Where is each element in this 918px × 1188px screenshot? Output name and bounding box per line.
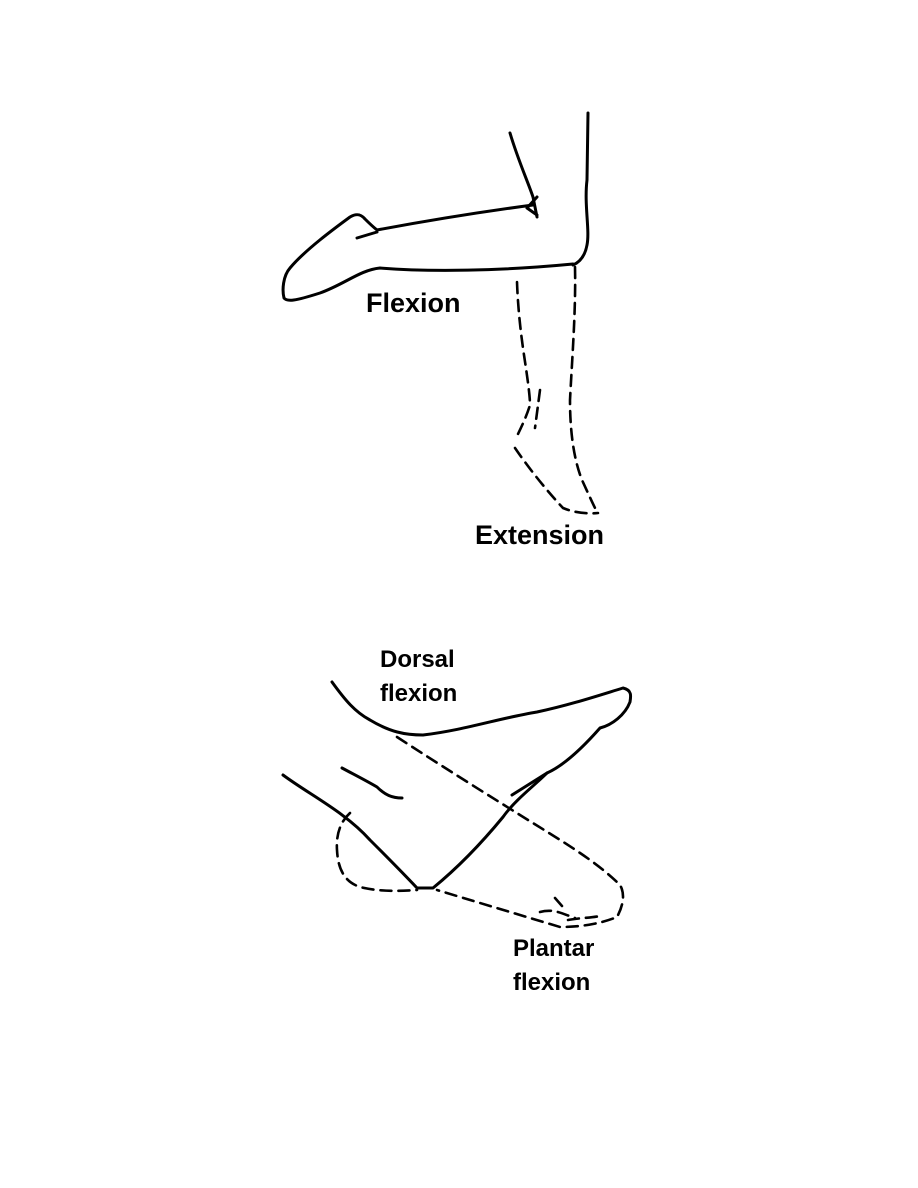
thigh-back-line [508, 131, 539, 219]
flexed-lower-leg [281, 203, 575, 302]
plantar-flexion-label-line2: flexion [513, 969, 591, 996]
extended-foot [513, 446, 600, 515]
thigh-front-line [571, 111, 590, 267]
extended-leg-calf [533, 388, 542, 430]
dorsal-flexed-foot [281, 680, 633, 890]
dorsal-flexion-label-line1: Dorsal [380, 646, 455, 673]
extended-leg-back [513, 280, 532, 442]
knee-flexion-drawing [281, 111, 600, 515]
dorsal-flexion-label-line2: flexion [380, 680, 458, 707]
flexion-label: Flexion [366, 288, 461, 318]
ankle-line [355, 230, 379, 240]
ankle-bone-line [340, 766, 404, 800]
plantar-heel [335, 811, 419, 893]
plantar-toes [538, 896, 602, 922]
extension-label: Extension [475, 520, 605, 550]
plantar-flexed-foot-top [395, 735, 625, 929]
plantar-flexion-label-line1: Plantar [513, 935, 595, 962]
extended-leg-front [568, 265, 597, 510]
dorsal-toe-line [510, 771, 549, 797]
ankle-flexion-drawing [281, 680, 633, 929]
knee-crease [525, 195, 539, 217]
